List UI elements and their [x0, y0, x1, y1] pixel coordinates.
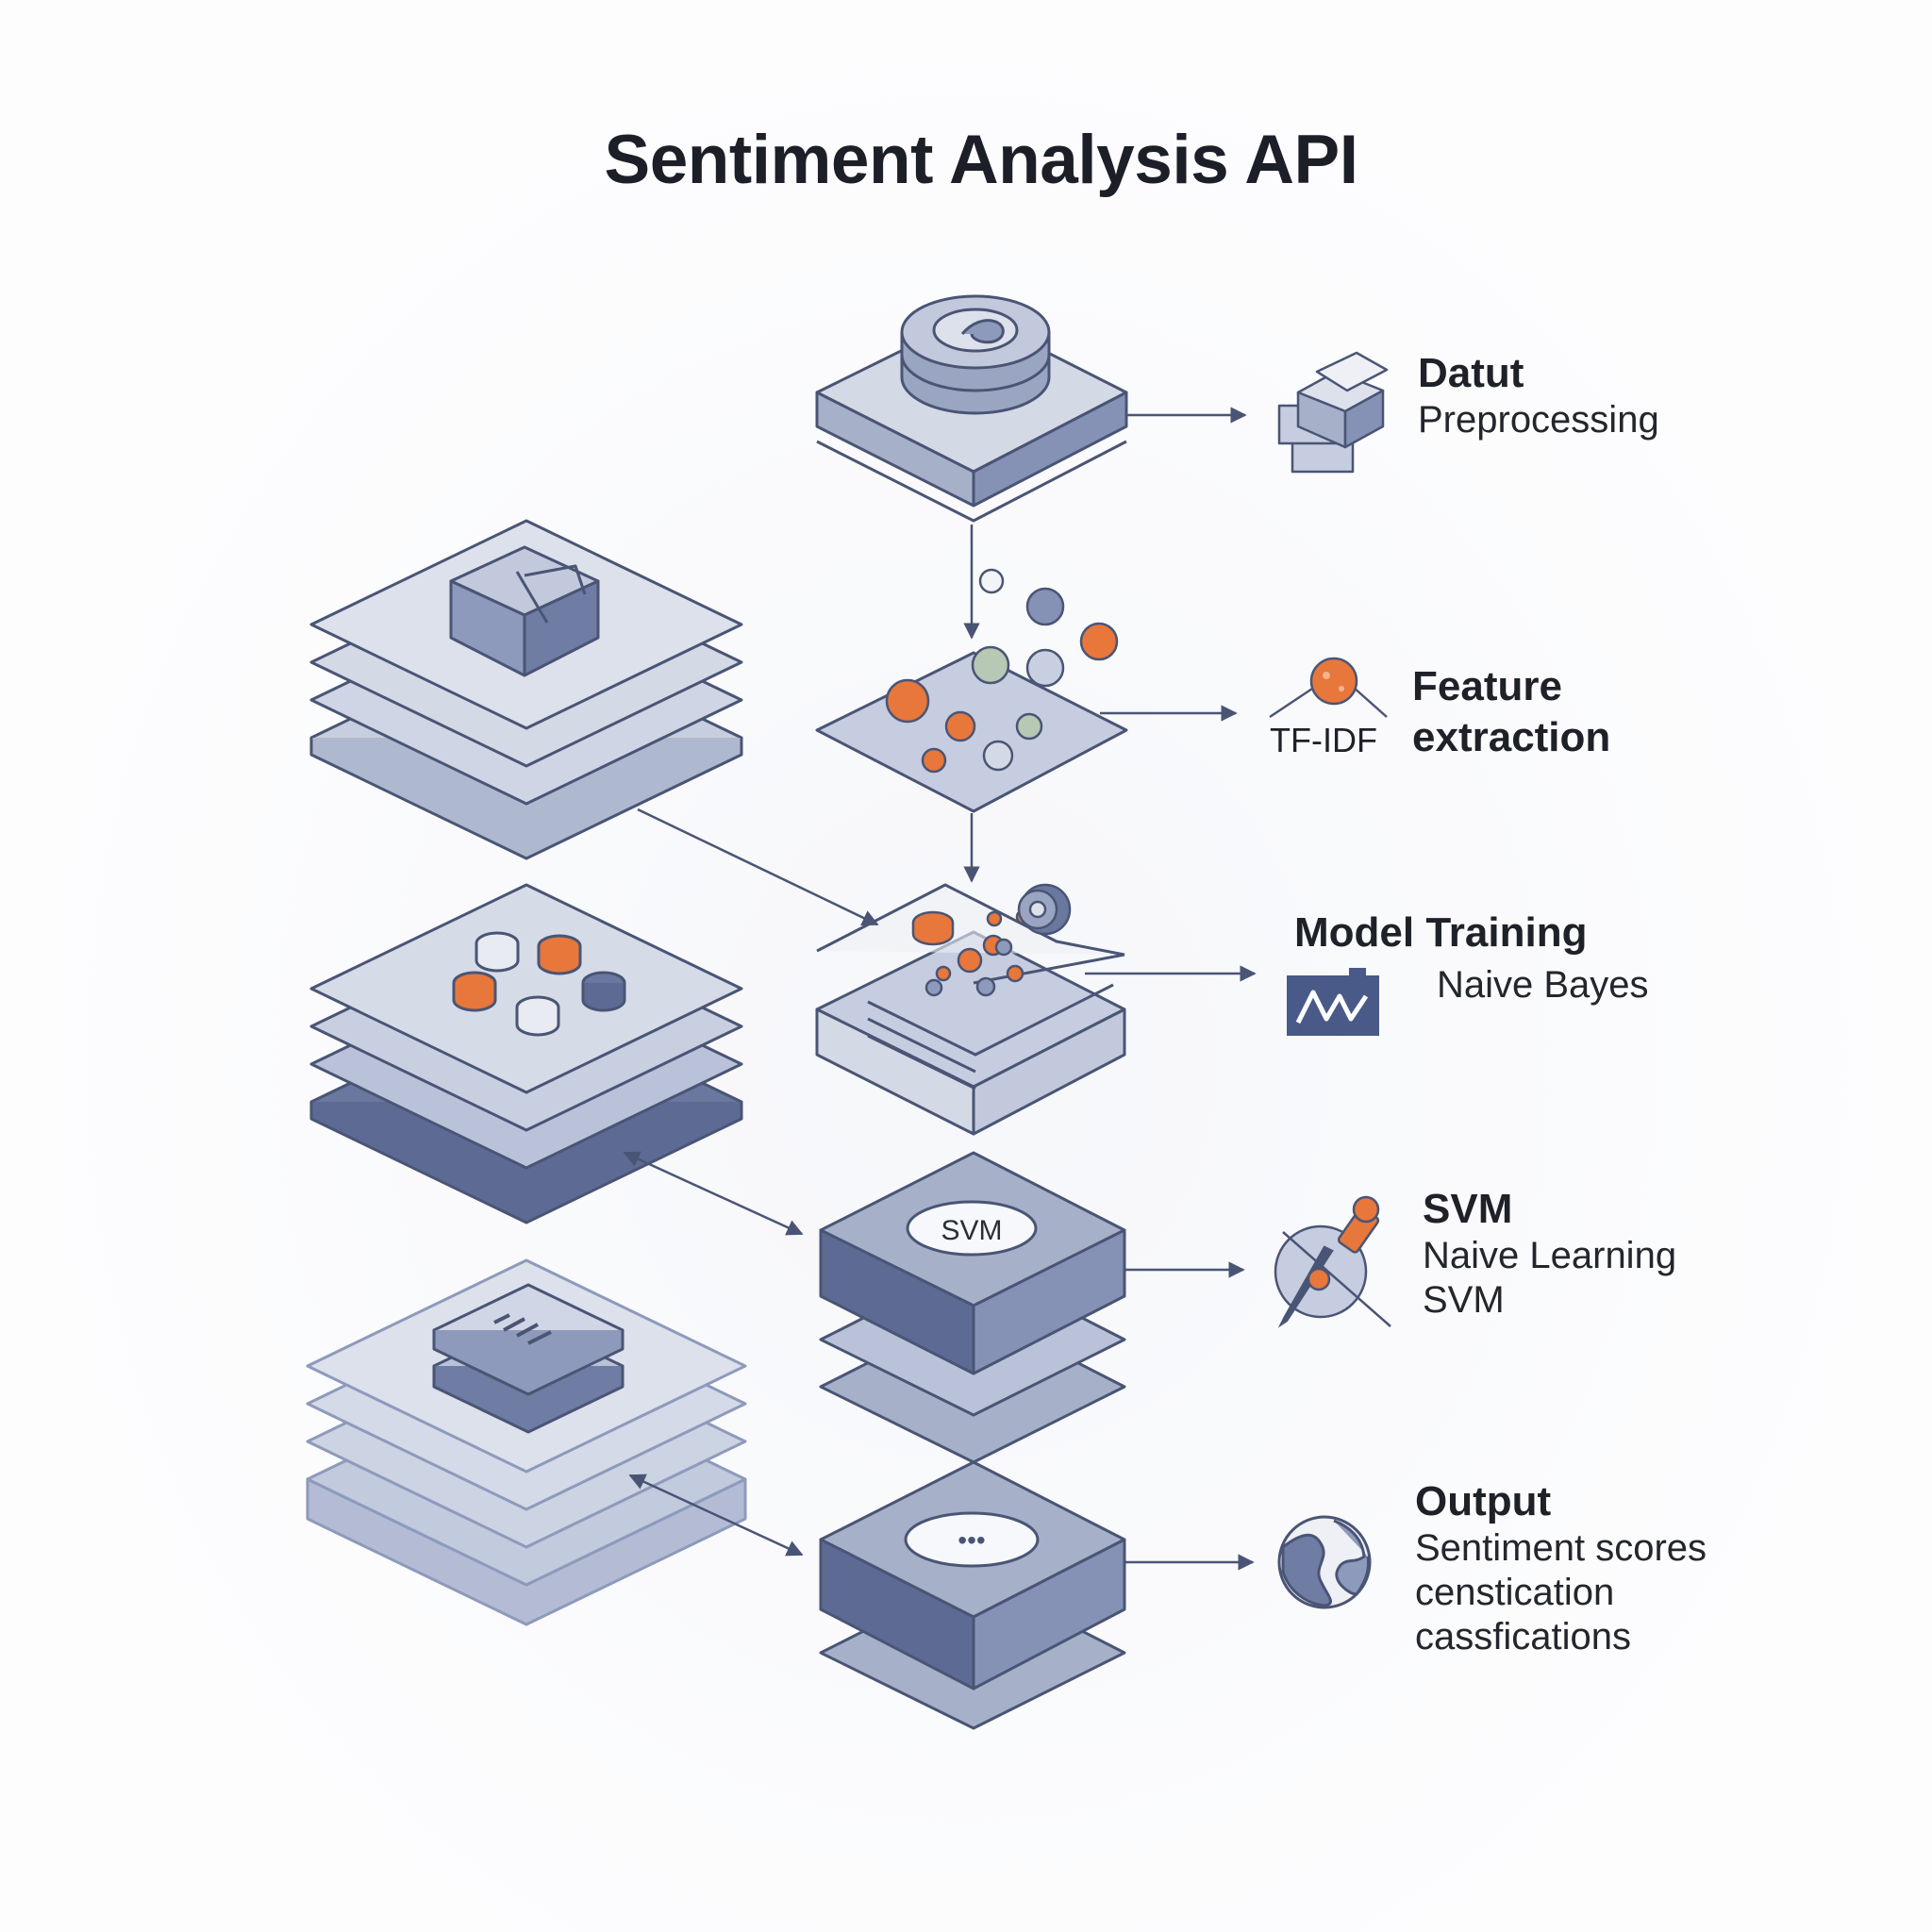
- left-stack-processing: [306, 1258, 747, 1626]
- connectors: [623, 407, 1257, 1571]
- database-puck-dark-icon: [581, 971, 626, 1012]
- model-training-block: [815, 883, 1126, 1136]
- database-puck-white-icon: [515, 995, 560, 1037]
- stage-line: cassfications: [1415, 1616, 1631, 1657]
- database-puck-white-icon: [475, 931, 520, 973]
- tools-icon: [1274, 1195, 1391, 1328]
- training-dots: [911, 883, 1072, 997]
- globe-icon: [1277, 1515, 1372, 1609]
- stage-heading: Output: [1415, 1478, 1552, 1524]
- stage-label-svm: SVM Naive Learning SVM: [1423, 1186, 1677, 1321]
- left-stack-data-store: [309, 519, 743, 860]
- stage-label-preprocessing: Datut Preprocessing: [1418, 350, 1659, 441]
- svm-block: [819, 1151, 1126, 1464]
- stage-line: Naive Learning: [1423, 1235, 1677, 1276]
- stage-heading: Datut: [1418, 350, 1524, 396]
- chip-icon: [432, 1283, 625, 1434]
- preprocessing-block: [815, 294, 1128, 523]
- stage-line: extraction: [1412, 714, 1611, 760]
- feature-dots: [885, 568, 1119, 774]
- svm-block-label: SVM: [941, 1215, 1002, 1246]
- output-block: [819, 1460, 1126, 1730]
- database-puck-orange-icon: [452, 971, 497, 1012]
- stage-line: SVM: [1423, 1279, 1505, 1321]
- waveform-icon: [1287, 968, 1379, 1036]
- stage-line: censtication: [1415, 1572, 1615, 1613]
- stage-label-output: Output Sentiment scores censtication cas…: [1415, 1478, 1707, 1657]
- stage-label-features: Feature extraction: [1412, 666, 1610, 758]
- stage-heading: Feature: [1412, 663, 1562, 709]
- stacked-boxes-icon: [1277, 351, 1389, 474]
- stage-label-training-sub: Naive Bayes: [1437, 966, 1649, 1004]
- database-puck-orange-icon: [537, 934, 582, 975]
- cube-icon: [449, 545, 600, 677]
- stage-line: Naive Bayes: [1437, 964, 1649, 1006]
- feature-node-icon: [1269, 657, 1388, 719]
- stage-heading: SVM: [1423, 1186, 1513, 1232]
- left-stack-databases: [309, 883, 743, 1224]
- stage-line: Sentiment scores: [1415, 1527, 1707, 1569]
- output-block-label: •••: [958, 1525, 985, 1555]
- stage-label-training: Model Training: [1294, 912, 1587, 954]
- stage-heading: Model Training: [1294, 909, 1588, 956]
- page-title: Sentiment Analysis API: [604, 122, 1359, 198]
- disc-icon: [900, 294, 1051, 415]
- gear-icon: [1017, 883, 1072, 936]
- tfidf-badge: TF-IDF: [1270, 721, 1377, 759]
- stage-line: Preprocessing: [1418, 399, 1659, 441]
